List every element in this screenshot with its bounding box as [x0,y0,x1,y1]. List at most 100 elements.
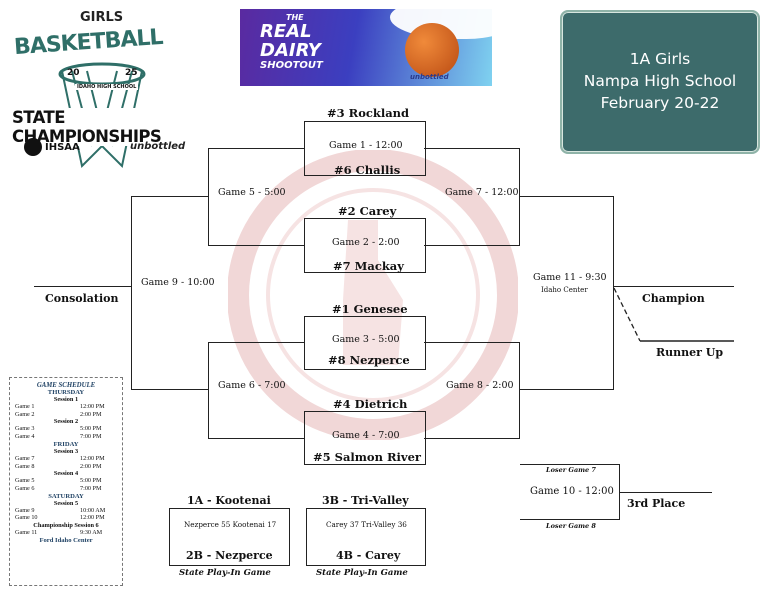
schedule-row: Game 5 5:00 PM [10,477,122,485]
schedule-game: Game 6 [15,484,35,492]
state-championships-logo: GIRLS BASKETBALL 20 25 IDAHO HIGH SCHOOL… [12,8,190,169]
schedule-game: Game 11 [15,529,38,537]
real-dairy-shootout-banner: THE REAL DAIRY SHOOTOUT unbottled [240,9,492,86]
schedule-time: 5:00 PM [80,477,102,485]
game-5-label: Game 5 - 5:00 [218,187,286,198]
schedule-time: 2:00 PM [80,462,102,470]
bracket-line [614,286,734,288]
bracket-line [613,196,615,390]
team-seed-8: #8 Nezperce [328,353,410,367]
loser-game-8-label: Loser Game 8 [546,522,596,530]
schedule-session-6: Championship Session 6 [33,522,99,530]
team-seed-1: #1 Genesee [332,302,408,316]
schedule-venue: Ford Idaho Center [39,536,93,544]
schedule-session-5: Session 5 [53,499,79,507]
schedule-row: Game 9 10:00 AM [10,507,122,515]
bracket-line [620,492,712,494]
runner-up-label: Runner Up [656,346,724,359]
tournament-info-card: 1A Girls Nampa High School February 20-2… [560,10,760,154]
banner-dairy: DAIRY [260,40,321,61]
bracket-line [208,438,304,440]
bracket-line [424,148,520,150]
bracket-line [34,286,132,288]
schedule-session-1: Session 1 [53,396,79,403]
champion-label: Champion [642,292,705,305]
logo-ihsaa: IHSAA [45,142,80,153]
schedule-time: 12:00 PM [80,403,105,410]
logo-year-left: 20 [67,68,80,78]
schedule-time: 10:00 AM [80,506,106,514]
schedule-saturday: SATURDAY [48,492,84,500]
schedule-game: Game 5 [15,477,35,485]
banner-real: REAL [260,21,312,42]
banner-brand: unbottled [410,73,449,81]
playin-2-caption: State Play-In Game [316,568,408,578]
loser-game-7-label: Loser Game 7 [546,466,596,474]
basketball-icon [405,23,459,77]
bracket-line [131,389,209,391]
game-6-label: Game 6 - 7:00 [218,380,286,391]
team-seed-2: #2 Carey [338,204,397,218]
schedule-row: Game 11 9:30 AM [10,529,122,537]
idaho-state-icon [24,138,42,156]
playin-1-bottom: 2B - Nezperce [186,549,273,562]
bracket-line [619,464,621,520]
bracket-line [520,389,614,391]
schedule-row: Game 10 12:00 PM [10,514,122,522]
game-11-label: Game 11 - 9:30 [533,272,607,283]
game-10-label: Game 10 - 12:00 [530,486,614,497]
schedule-game: Game 9 [15,506,35,514]
bracket-line [520,464,620,466]
schedule-time: 7:00 PM [80,433,102,441]
bracket-line [424,438,520,440]
playin-1-box [169,508,290,566]
schedule-game: Game 8 [15,462,35,470]
schedule-session-2: Session 2 [53,418,79,426]
schedule-row: Game 8 2:00 PM [10,463,122,471]
game-1-label: Game 1 - 12:00 [329,140,403,151]
schedule-thursday: THURSDAY [47,389,85,396]
playin-2-box [306,508,426,566]
schedule-session-4: Session 4 [53,470,79,478]
bracket-line [519,342,521,439]
playin-2-result: Carey 37 Tri-Valley 36 [326,520,407,529]
schedule-time: 2:00 PM [80,410,102,418]
team-seed-7: #7 Mackay [333,259,404,273]
team-seed-4: #4 Dietrich [333,397,408,411]
team-seed-3: #3 Rockland [327,106,410,120]
logo-idaho-hs: IDAHO HIGH SCHOOL [75,84,139,90]
runner-up-connector [613,287,734,342]
schedule-time: 9:30 AM [80,529,103,537]
bracket-line [520,519,620,521]
schedule-game: Game 1 [15,403,35,410]
banner-shootout: SHOOTOUT [260,60,323,71]
third-place-label: 3rd Place [627,497,686,510]
game-2-label: Game 2 - 2:00 [332,237,400,248]
bracket-line [208,342,210,439]
playin-1-top: 1A - Kootenai [187,494,271,507]
schedule-game: Game 2 [15,410,35,418]
bracket-line [208,342,304,344]
schedule-time: 7:00 PM [80,484,102,492]
playin-2-top: 3B - Tri-Valley [322,494,409,507]
schedule-game: Game 10 [15,514,38,522]
game-11-venue: Idaho Center [541,286,588,294]
schedule-game: Game 4 [15,433,35,441]
schedule-session-3: Session 3 [53,447,79,455]
info-classification: 1A Girls [629,50,691,68]
game-9-label: Game 9 - 10:00 [141,277,215,288]
logo-girls: GIRLS [80,10,124,25]
bracket-line [208,148,304,150]
logo-unbottled: unbottled [130,141,186,152]
schedule-time: 12:00 PM [80,514,105,522]
playin-1-result: Nezperce 55 Kootenai 17 [184,520,277,529]
schedule-game: Game 7 [15,454,35,462]
info-dates: February 20-22 [600,94,720,112]
schedule-row: Game 4 7:00 PM [10,433,122,441]
bracket-line [424,342,520,344]
bracket-line [131,196,133,390]
logo-state-championships: STATE CHAMPIONSHIPS [12,108,190,146]
